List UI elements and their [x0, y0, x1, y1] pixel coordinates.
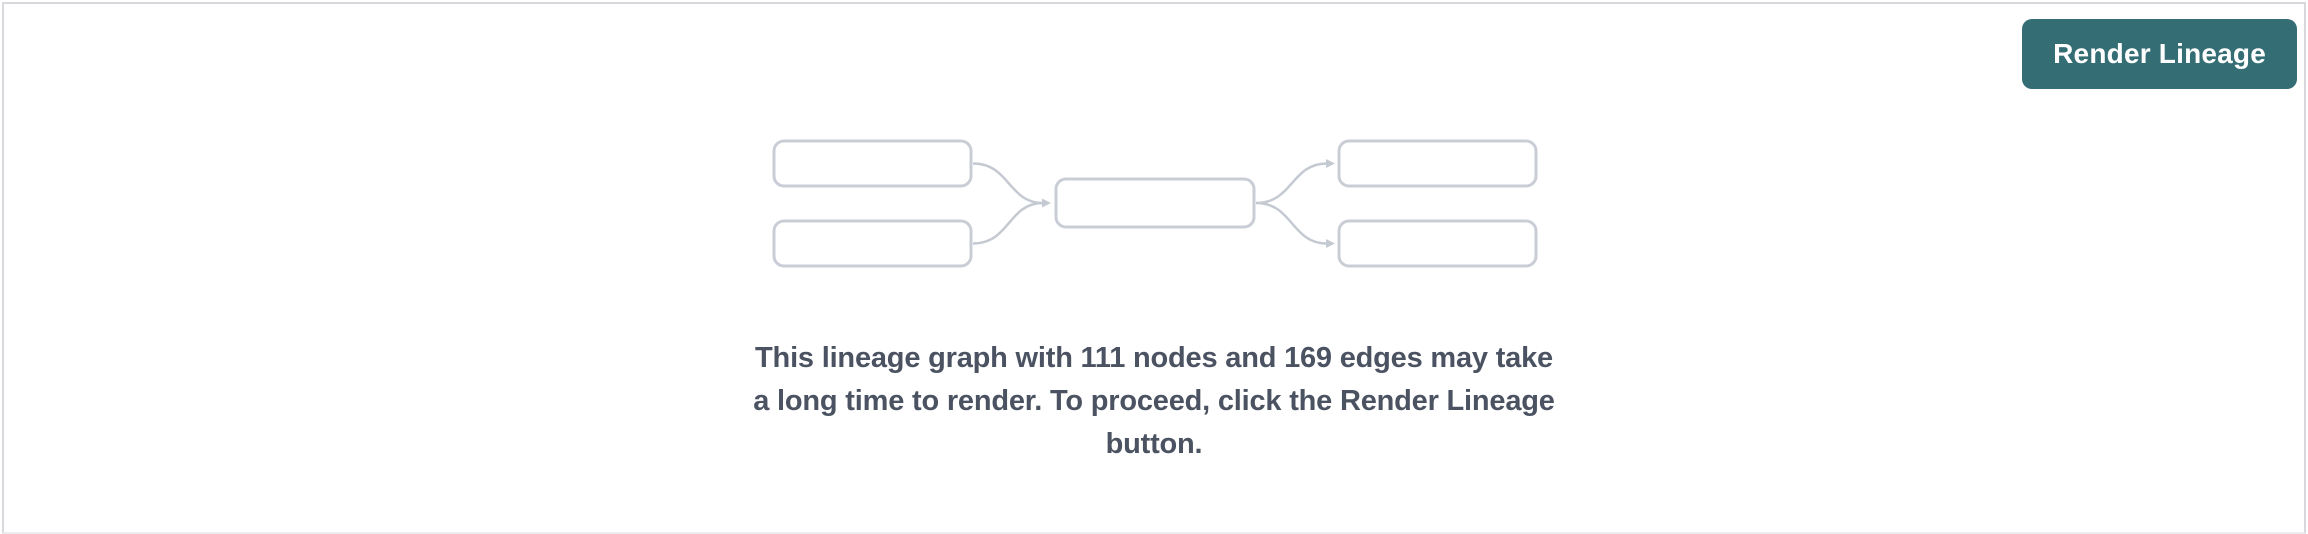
placeholder-node-upstream-top — [772, 139, 973, 188]
render-warning-message: This lineage graph with 111 nodes and 16… — [0, 337, 2308, 466]
placeholder-node-downstream-top — [1337, 139, 1538, 188]
edge-center-to-downstream-top — [1255, 159, 1335, 205]
render-lineage-button[interactable]: Render Lineage — [2022, 19, 2297, 89]
edge-upstream-bottom-to-center — [972, 201, 1044, 245]
edge-center-to-downstream-bottom — [1255, 201, 1335, 248]
lineage-placeholder-illustration — [772, 139, 1538, 268]
render-warning-line-3: button. — [1105, 428, 1203, 460]
render-warning-line-2: a long time to render. To proceed, click… — [753, 385, 1555, 417]
placeholder-node-downstream-bottom — [1337, 219, 1538, 268]
edge-upstream-top-to-center — [972, 162, 1051, 208]
placeholder-node-upstream-bottom — [772, 219, 973, 268]
placeholder-node-center — [1054, 177, 1256, 229]
render-warning-line-1: This lineage graph with 111 nodes and 16… — [755, 342, 1553, 374]
